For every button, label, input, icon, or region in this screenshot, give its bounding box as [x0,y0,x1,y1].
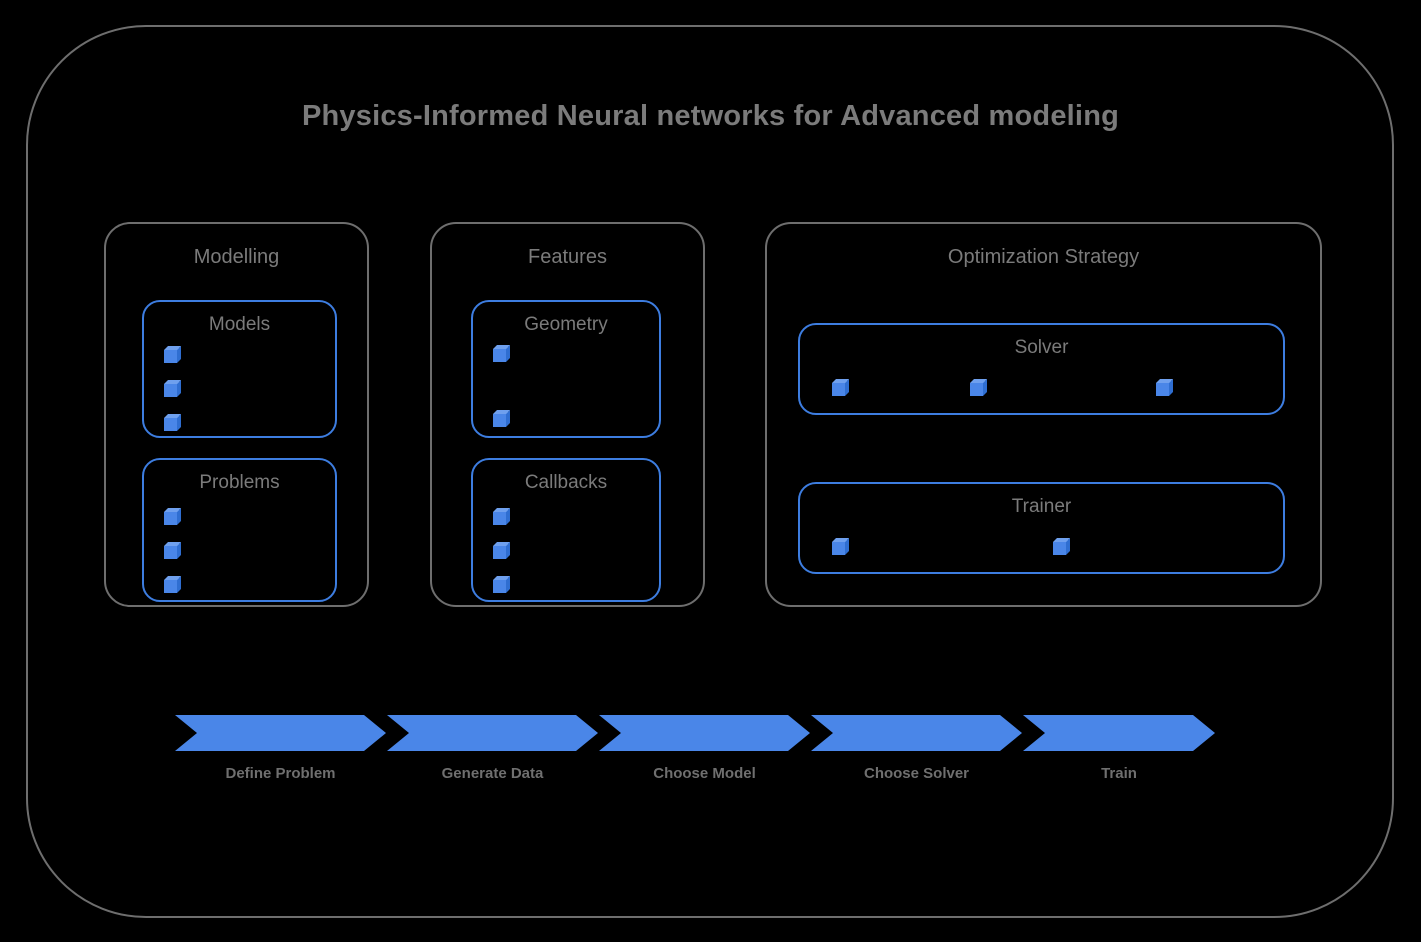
bullet-marker [832,383,845,396]
bullet-marker [1156,383,1169,396]
pipeline: Define Problem Generate Data Choose Mode… [0,715,1421,815]
card-models: Models [142,300,337,438]
pipeline-step-label: Choose Solver [863,765,970,782]
chevron-arrow [1023,715,1215,751]
bullet-marker [164,546,177,559]
chevron-arrow [387,715,598,751]
bullet-marker [493,546,506,559]
pipeline-step-label: Generate Data [441,765,544,782]
bullet-marker [970,383,983,396]
pipeline-step-choose-solver[interactable]: Choose Solver [811,715,1022,782]
card-title-trainer: Trainer [1011,496,1072,517]
bullet-marker [164,580,177,593]
group-panel-optimization-strategy: Optimization Strategy [765,222,1322,607]
card-title-models: Models [208,314,271,335]
page-title: Physics-Informed Neural networks for Adv… [301,100,1120,132]
card-solver: Solver [798,323,1285,415]
group-title-optimization-strategy: Optimization Strategy [947,246,1140,268]
card-problems: Problems [142,458,337,602]
pipeline-step-choose-model[interactable]: Choose Model [599,715,810,782]
card-trainer: Trainer [798,482,1285,574]
pipeline-step-label: Train [1101,765,1137,782]
chevron-arrow [175,715,386,751]
pipeline-step-label: Choose Model [653,765,756,782]
card-title-geometry: Geometry [524,314,608,335]
bullet-marker [164,512,177,525]
chevron-arrow [811,715,1022,751]
pipeline-step-define-problem[interactable]: Define Problem [175,715,386,782]
pipeline-step-label: Define Problem [225,765,336,782]
card-callbacks: Callbacks [471,458,661,602]
card-title-problems: Problems [199,472,280,493]
bullet-marker [164,350,177,363]
bullet-marker [164,418,177,431]
bullet-marker [493,349,506,362]
pipeline-step-train[interactable]: Train [1023,715,1215,782]
bullet-marker [493,414,506,427]
group-panel-features: Features [430,222,705,607]
card-title-callbacks: Callbacks [524,472,608,493]
group-panel-modelling: Modelling [104,222,369,607]
bullet-marker [493,580,506,593]
outer-frame [26,25,1394,918]
bullet-marker [164,384,177,397]
card-title-solver: Solver [1014,337,1069,358]
bullet-marker [1053,542,1066,555]
group-title-features: Features [528,246,607,268]
bullet-marker [832,542,845,555]
group-title-modelling: Modelling [193,246,280,268]
chevron-arrow [599,715,810,751]
card-geometry: Geometry [471,300,661,438]
pipeline-step-generate-data[interactable]: Generate Data [387,715,598,782]
bullet-marker [493,512,506,525]
